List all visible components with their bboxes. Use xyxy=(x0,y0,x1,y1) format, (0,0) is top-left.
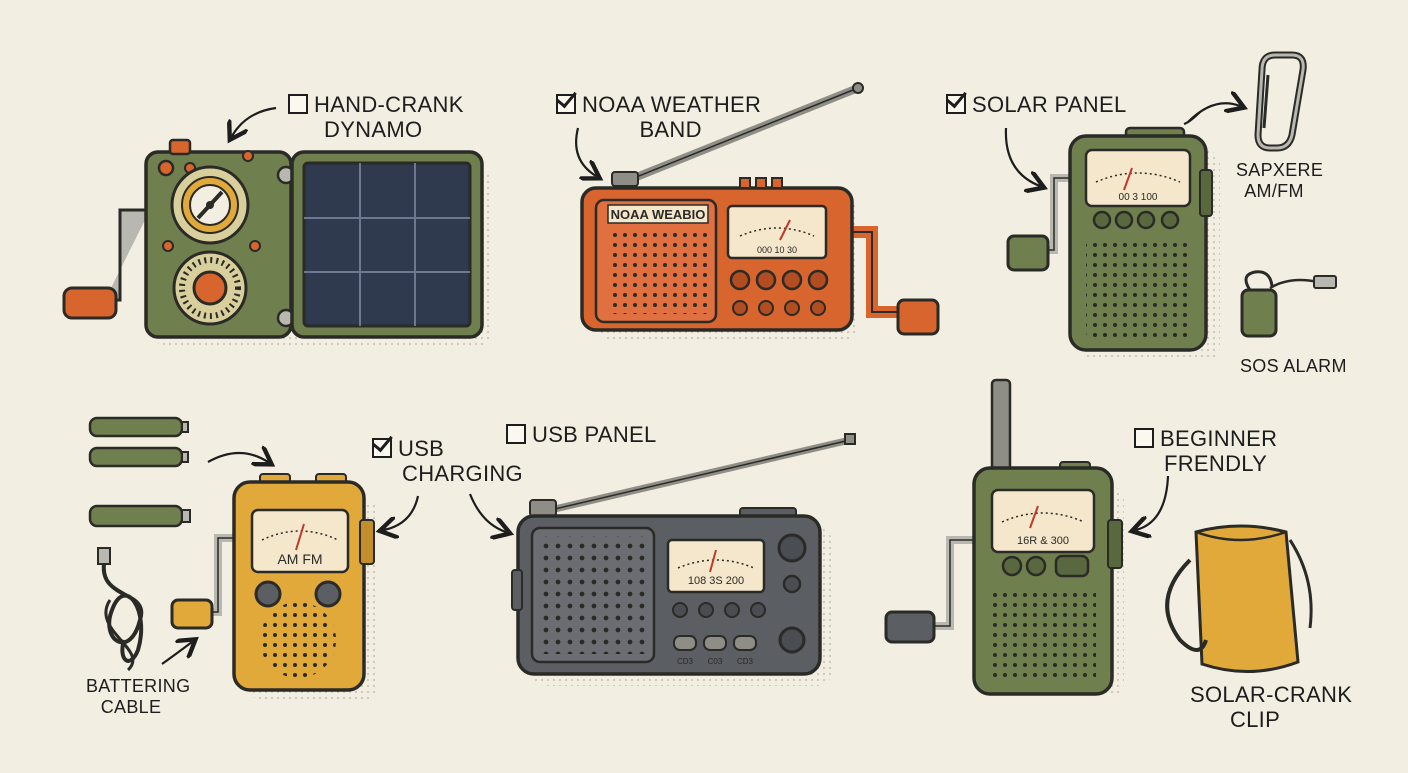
gray-portable-radio: 108 3S 200 CD3 C03 CD3 xyxy=(511,433,856,686)
label-hand-crank-line1: HAND-CRANK xyxy=(314,92,464,117)
checkbox-noaa-icon xyxy=(556,94,576,114)
label-battering-line1: BATTERING xyxy=(86,676,191,696)
label-hand-crank-line2: DYNAMO xyxy=(324,117,423,142)
label-sapxere-line1: SAPXERE xyxy=(1236,160,1324,180)
label-noaa-line2: BAND xyxy=(639,117,702,142)
carabiner xyxy=(1254,51,1307,152)
tall-green-radio: 16R & 300 xyxy=(884,378,1124,696)
battery-pack xyxy=(88,416,191,528)
label-battering-line2: CABLE xyxy=(100,697,162,717)
gray-button-label-2: C03 xyxy=(708,657,723,666)
tall-dial-text: 16R & 300 xyxy=(1017,535,1069,547)
label-sapxere-line2: AM/FM xyxy=(1244,181,1304,201)
annotation-arrows xyxy=(161,103,1240,665)
gray-button-label-1: CD3 xyxy=(677,657,694,666)
checkbox-usb-panel-icon xyxy=(506,424,526,444)
yellow-amfm-radio: AM FM xyxy=(170,473,378,700)
usb-cable xyxy=(97,547,144,672)
label-usb-panel: USB PANEL xyxy=(506,422,657,447)
checkbox-beginner-icon xyxy=(1134,428,1154,448)
label-beginner-line2: FRENDLY xyxy=(1164,451,1268,476)
noaa-dial-text: 000 10 30 xyxy=(757,245,797,255)
label-beginner-line1: BEGINNER xyxy=(1160,426,1278,451)
label-usb-charging: USB CHARGING xyxy=(372,436,523,486)
green-dial-text: 00 3 100 xyxy=(1119,192,1158,203)
label-sapxere: SAPXERE AM/FM xyxy=(1236,160,1324,202)
label-solar-panel: SOLAR PANEL xyxy=(946,92,1127,117)
noaa-panel-text: NOAA WEABIO xyxy=(611,207,706,222)
crank-handle xyxy=(62,286,118,320)
gray-button-label-3: CD3 xyxy=(737,657,754,666)
label-hand-crank: HAND-CRANK DYNAMO xyxy=(288,92,464,142)
yellow-dial-text: AM FM xyxy=(277,551,322,567)
green-solar-radio xyxy=(62,138,492,346)
label-usb-panel-text: USB PANEL xyxy=(532,422,657,447)
checkbox-usb-charging-icon xyxy=(372,438,392,458)
label-battering-cable: BATTERING CABLE xyxy=(86,676,191,718)
label-noaa: NOAA WEATHER BAND xyxy=(556,92,761,142)
sos-alarm-device xyxy=(1240,270,1337,338)
label-solar-crank-line2: CLIP xyxy=(1229,707,1281,732)
label-solar-crank-clip: SOLAR-CRANK CLIP xyxy=(1190,682,1353,732)
label-solar-crank-line1: SOLAR-CRANK xyxy=(1190,682,1353,707)
checkbox-hand-crank-icon xyxy=(288,94,308,114)
label-solar-panel-text: SOLAR PANEL xyxy=(972,92,1127,117)
label-usb-charging-line1: USB xyxy=(398,436,445,461)
label-beginner: BEGINNER FRENDLY xyxy=(1134,426,1277,476)
orange-noaa-radio: NOAA WEABIO 000 10 30 xyxy=(580,82,940,340)
yellow-pouch xyxy=(1165,524,1313,673)
gray-dial-text: 108 3S 200 xyxy=(688,575,744,587)
checkbox-solar-panel-icon xyxy=(946,94,966,114)
label-sos-alarm: SOS ALARM xyxy=(1240,356,1347,376)
label-noaa-line1: NOAA WEATHER xyxy=(582,92,762,117)
green-handheld-radio: 00 3 100 xyxy=(1006,126,1220,360)
label-usb-charging-line2: CHARGING xyxy=(402,461,523,486)
